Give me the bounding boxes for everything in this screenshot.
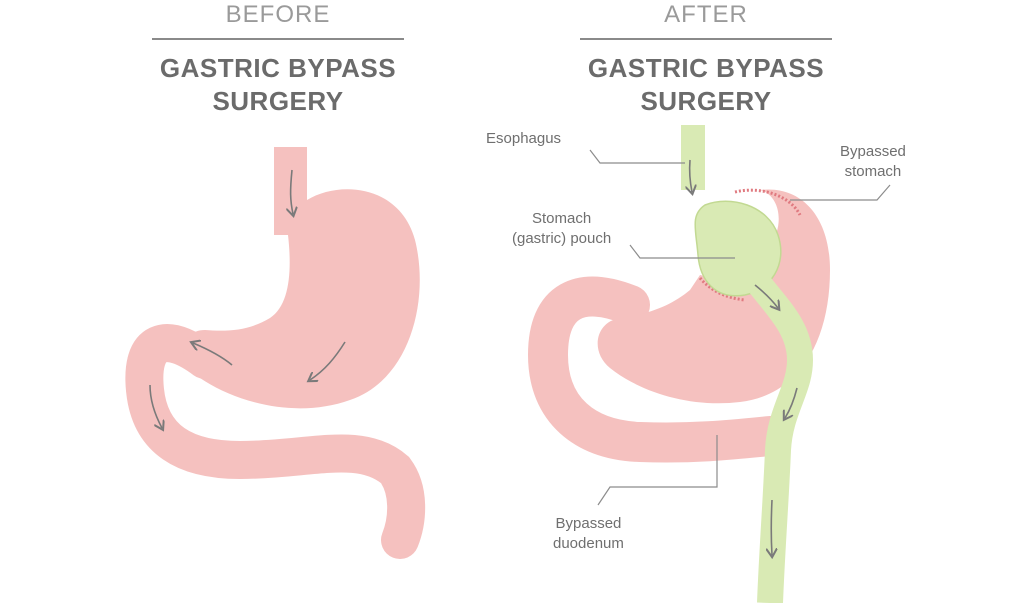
before-arrow-duodenum <box>149 384 162 428</box>
after-panel-header: AFTER GASTRIC BYPASS SURGERY <box>556 0 856 118</box>
before-panel-header: BEFORE GASTRIC BYPASS SURGERY <box>128 0 428 118</box>
before-arrow-body <box>310 341 346 380</box>
leader-esophagus <box>589 149 685 164</box>
before-arrow-pylorus <box>193 343 233 366</box>
after-arrow-pouch <box>754 284 778 308</box>
before-title-line1: GASTRIC BYPASS <box>159 53 397 83</box>
after-arrow-limb <box>785 387 798 418</box>
leader-bypassed-stomach <box>790 184 891 201</box>
leader-lines <box>589 149 891 506</box>
after-title-line1: GASTRIC BYPASS <box>587 53 825 83</box>
before-divider <box>152 38 404 40</box>
after-arrow-lower <box>771 499 772 555</box>
label-bypassed-duodenum-line2: duodenum <box>553 535 624 552</box>
leader-bypassed-duodenum <box>597 435 718 506</box>
label-esophagus: Esophagus <box>486 130 562 147</box>
after-arrow-esophagus <box>690 159 692 192</box>
label-stomach-pouch-line1: Stomach <box>532 210 592 227</box>
label-bypassed-stomach: Bypassed stomach <box>840 142 906 182</box>
before-arrow-esophagus <box>291 169 293 214</box>
after-gastric-pouch <box>694 200 782 297</box>
label-stomach-pouch-line2: (gastric) pouch <box>512 230 612 247</box>
before-stomach <box>125 147 426 559</box>
label-stomach-pouch: Stomach (gastric) pouch <box>512 209 611 249</box>
after-bypassed-duodenum-tube <box>527 276 790 463</box>
label-bypassed-duodenum-line1: Bypassed <box>555 515 622 532</box>
after-bypass-route <box>681 125 814 603</box>
after-divider <box>580 38 832 40</box>
leader-stomach-pouch <box>629 244 735 259</box>
label-bypassed-duodenum: Bypassed duodenum <box>553 514 624 554</box>
before-duodenum <box>125 324 426 559</box>
before-heading: BEFORE <box>225 1 331 28</box>
label-bypassed-stomach-line1: Bypassed <box>840 143 906 160</box>
before-title-line2: SURGERY <box>212 86 344 116</box>
label-bypassed-stomach-line2: stomach <box>844 163 902 180</box>
before-stomach-body <box>183 147 420 409</box>
after-title-line2: SURGERY <box>640 86 772 116</box>
after-heading: AFTER <box>664 1 748 28</box>
